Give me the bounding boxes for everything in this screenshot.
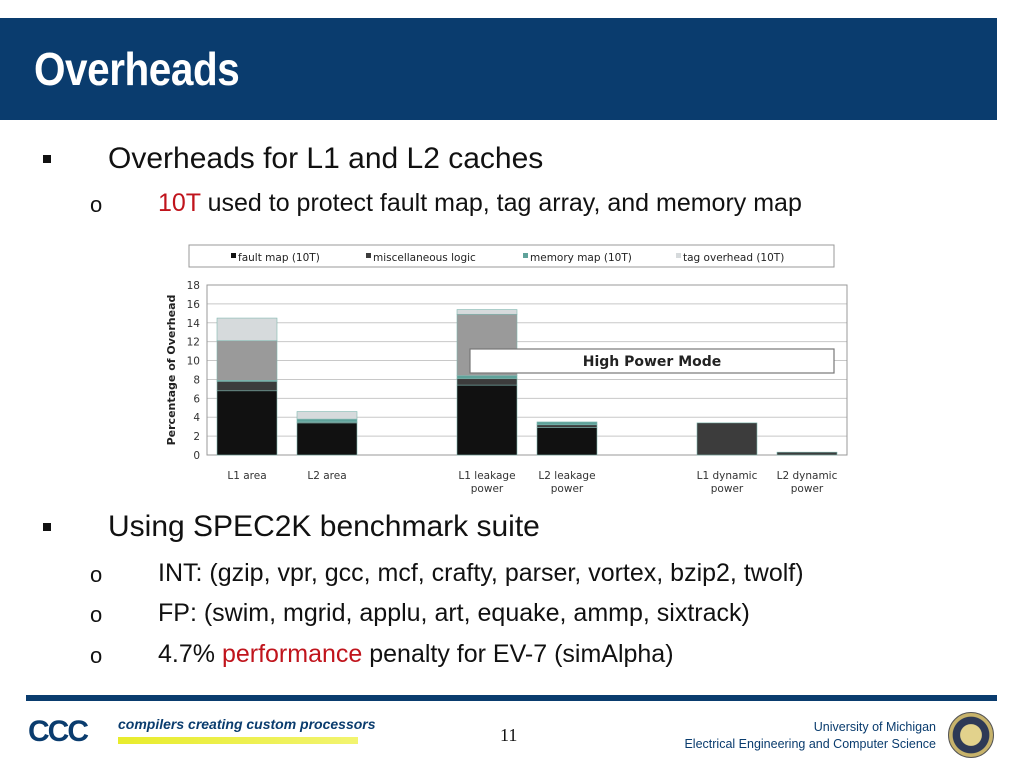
accent-performance: performance	[221, 640, 363, 668]
legend-swatch-2	[523, 253, 528, 258]
y-tick-label: 18	[187, 280, 200, 292]
legend-label-1: miscellaneous logic	[373, 252, 476, 264]
bar-segment	[296, 418, 358, 423]
y-tick-label: 2	[193, 431, 200, 443]
x-category-label: power	[551, 483, 584, 495]
tagline-underline	[118, 737, 358, 744]
sub-bullet-marker: o	[90, 602, 103, 627]
x-category-label: L1 dynamic	[697, 470, 758, 482]
x-category-label: power	[711, 483, 744, 495]
footer-rule	[26, 695, 997, 701]
university-name: University of Michigan	[813, 720, 936, 734]
ccc-logo: CCC	[28, 715, 89, 748]
x-category-label: L2 leakage	[538, 470, 595, 482]
university-seal	[948, 712, 994, 758]
bar-segment	[536, 424, 598, 428]
bar-segment	[456, 378, 518, 386]
legend-swatch-1	[366, 253, 371, 258]
bar-segment	[216, 317, 278, 342]
legend-label-2: memory map (10T)	[530, 252, 632, 264]
bar-segment	[696, 422, 758, 456]
x-category-label: power	[471, 483, 504, 495]
x-category-label: power	[791, 483, 824, 495]
slide-title: Overheads	[34, 43, 240, 95]
bar-segment	[536, 421, 598, 426]
y-tick-label: 16	[187, 299, 201, 311]
sub-bullet-10t-text: used to protect fault map, tag array, an…	[200, 189, 802, 217]
bullet-spec2k: Using SPEC2K benchmark suite	[108, 510, 540, 543]
y-tick-label: 14	[187, 318, 201, 330]
sub-bullet-marker: o	[90, 192, 103, 217]
x-category-label: L2 area	[307, 470, 346, 482]
x-category-label: L1 area	[227, 470, 266, 482]
plot-area	[206, 284, 848, 456]
sub-bullet-performance: 4.7% performance penalty for EV-7 (simAl…	[158, 639, 674, 669]
bar-segment	[456, 375, 518, 379]
overhead-chart: fault map (10T) miscellaneous logic memory…	[165, 244, 848, 495]
y-tick-label: 12	[187, 337, 200, 349]
legend-label-4: tag overhead (10T)	[683, 252, 784, 264]
sub-bullet-marker: o	[90, 643, 103, 668]
legend-swatch-4	[676, 253, 681, 258]
title-bar	[0, 18, 997, 120]
legend-swatch-0	[231, 253, 236, 258]
bar-segment	[776, 451, 838, 456]
y-axis-label: Percentage of Overhead	[165, 295, 178, 446]
bar-segment	[456, 309, 518, 315]
y-tick-label: 0	[193, 450, 200, 462]
perf-suffix: penalty for EV-7 (simAlpha)	[362, 640, 674, 668]
y-tick-label: 4	[193, 412, 200, 424]
bar-segment	[296, 422, 358, 456]
y-tick-label: 6	[193, 393, 200, 405]
bar-segment	[456, 384, 518, 456]
x-category-label: L1 leakage	[458, 470, 515, 482]
sub-bullet-marker: o	[90, 562, 103, 587]
y-tick-label: 8	[193, 374, 200, 386]
sub-bullet-10t: 10T used to protect fault map, tag array…	[158, 188, 802, 218]
bullet-marker	[43, 155, 51, 163]
page-number: 11	[500, 725, 518, 745]
annotation-box	[469, 348, 835, 374]
bar-segment	[216, 390, 278, 456]
bar-segment	[216, 340, 278, 381]
accent-10t: 10T	[158, 189, 201, 217]
sub-bullet-fp: FP: (swim, mgrid, applu, art, equake, am…	[158, 599, 750, 627]
university-info: University of Michigan Electrical Engine…	[684, 719, 936, 753]
x-category-label: L2 dynamic	[777, 470, 838, 482]
bar-segment	[296, 411, 358, 420]
y-tick-label: 10	[187, 356, 200, 368]
legend-label-0: fault map (10T)	[238, 252, 320, 264]
bar-segment	[216, 381, 278, 392]
perf-prefix: 4.7%	[158, 640, 222, 668]
ccc-tagline: compilers creating custom processors	[118, 716, 376, 732]
department-name: Electrical Engineering and Computer Scie…	[684, 737, 936, 751]
legend-box	[188, 244, 835, 268]
sub-bullet-int: INT: (gzip, vpr, gcc, mcf, crafty, parse…	[158, 559, 804, 587]
bar-segment	[536, 427, 598, 456]
bullet-overheads: Overheads for L1 and L2 caches	[108, 142, 544, 175]
bullet-marker	[43, 523, 51, 531]
annotation-label: High Power Mode	[583, 354, 722, 370]
